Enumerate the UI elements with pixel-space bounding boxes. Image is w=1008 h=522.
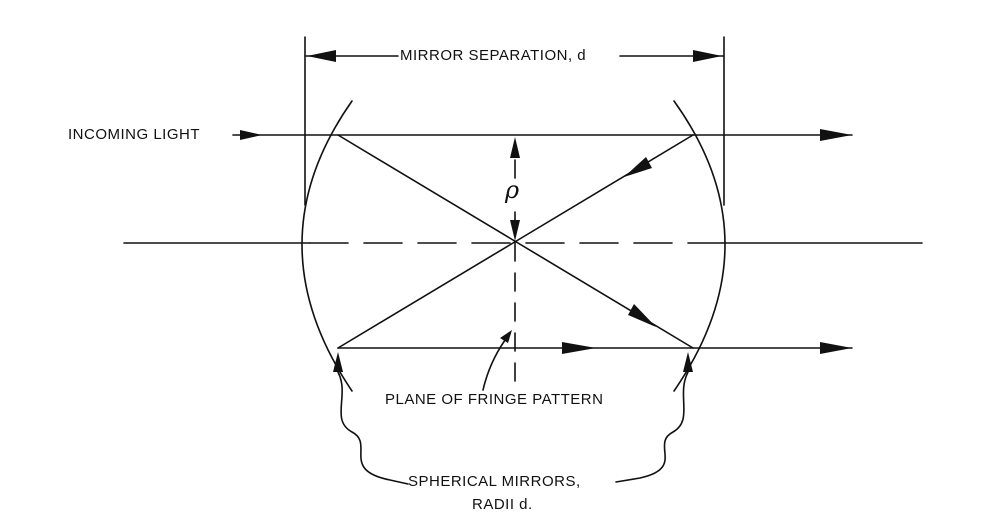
rho-arrow-down (510, 220, 520, 241)
rho-arrow-up (510, 137, 520, 158)
lower-mid-arrow (562, 342, 596, 354)
lower-exit-arrow (820, 342, 852, 354)
lower-right-ray-arrow (628, 304, 656, 327)
upper-right-ray-arrow (624, 157, 652, 177)
incoming-arrow-head (240, 130, 262, 140)
fringe-plane-leader (482, 335, 509, 391)
spherical-mirrors-label-line2: RADII d. (472, 496, 533, 513)
incoming-light-label: INCOMING LIGHT (68, 126, 201, 143)
left-mirror-pointer-arrow (333, 352, 343, 372)
right-spherical-mirror (673, 100, 726, 392)
mirror-brace-left (337, 371, 409, 485)
upper-exit-arrow (820, 129, 852, 141)
separation-arrow-right (693, 50, 722, 62)
spherical-mirrors-label-line1: SPHERICAL MIRRORS, (408, 473, 581, 490)
mirror-separation-label: MIRROR SEPARATION, d (400, 47, 587, 64)
separation-arrow-left (307, 50, 336, 62)
left-spherical-mirror (301, 100, 353, 392)
right-mirror-pointer-arrow (683, 352, 693, 372)
plane-of-fringe-pattern-label: PLANE OF FRINGE PATTERN (385, 391, 604, 408)
rho-symbol: ρ (505, 176, 520, 204)
mirror-brace-right (615, 371, 689, 483)
fringe-leader-arrow (500, 330, 512, 343)
